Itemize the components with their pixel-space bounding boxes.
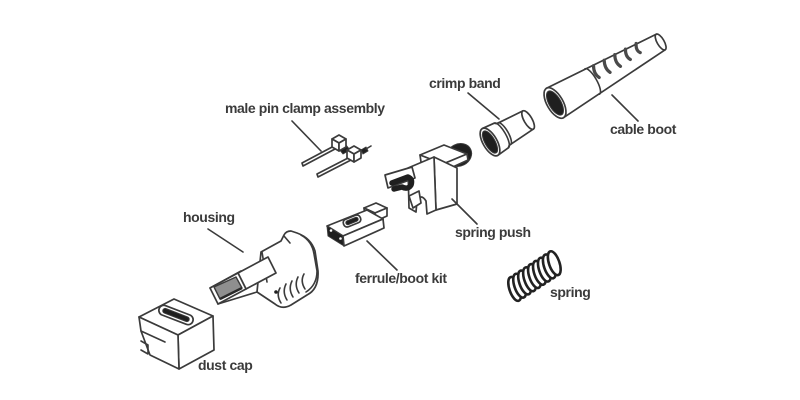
spring-push-clip-slot	[389, 174, 415, 192]
dust-cap-part	[138, 298, 215, 370]
male-pin-clamp-assembly-label: male pin clamp assembly	[225, 100, 385, 116]
spring-label: spring	[550, 284, 590, 300]
dust-cap-label: dust cap	[198, 357, 252, 373]
housing-label: housing	[183, 209, 235, 225]
spring-part	[506, 249, 562, 303]
housing-mouth-shadow	[219, 286, 243, 301]
male-pin-clamp-assembly-part	[301, 134, 372, 178]
ferrule-guide-dot	[339, 237, 342, 240]
cable-boot-label: cable boot	[610, 121, 677, 137]
male-pin-clamp-leader-line	[291, 120, 322, 152]
cable-boot-leader-line	[611, 94, 639, 122]
housing-key-dot	[274, 290, 278, 294]
ferrule-boot-kit-part	[326, 202, 388, 247]
spring-push-leader-line	[451, 198, 478, 225]
ferrule-boot-kit-leader-line	[366, 240, 398, 271]
crimp-band-label: crimp band	[429, 75, 500, 91]
cable-boot-part	[543, 33, 667, 120]
spring-push-label: spring push	[455, 224, 531, 240]
crimp-band-part	[479, 109, 536, 157]
housing-leader-line	[207, 228, 244, 253]
ferrule-boot-kit-label: ferrule/boot kit	[355, 270, 447, 286]
crimp-band-leader-line	[467, 92, 500, 120]
ferrule-guide-dot	[329, 229, 333, 232]
housing-part	[209, 230, 319, 309]
spring-push-part	[384, 143, 473, 215]
